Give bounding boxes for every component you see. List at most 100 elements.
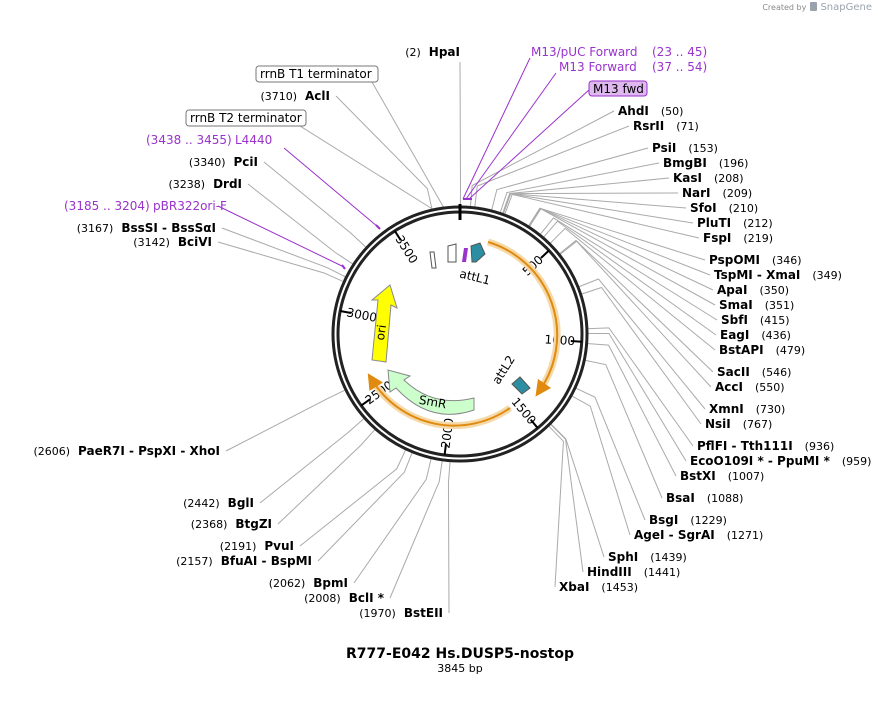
restriction-site[interactable]: BstXI (1007) <box>680 469 764 483</box>
restriction-site[interactable]: NarI(209) <box>682 186 752 200</box>
credit-brand: SnapGene <box>820 2 872 13</box>
restriction-site[interactable]: ApaI(350) <box>717 283 789 297</box>
feature-attl1[interactable]: attL1 <box>458 242 492 288</box>
tick-mark <box>360 398 371 407</box>
feature-label-ori: ori <box>373 324 389 341</box>
restriction-site[interactable]: BsaI(1088) <box>666 491 743 505</box>
primer-m13-puc-pos: (23 .. 45) <box>652 45 707 59</box>
site-position: (415) <box>760 314 790 327</box>
tick-mark <box>393 230 402 241</box>
site-position: (436) <box>761 329 791 342</box>
site-name: XmnI <box>709 402 744 416</box>
site-leader <box>577 278 706 410</box>
restriction-site[interactable]: PflFI - Tth111I(936) <box>697 439 834 453</box>
primer-leader <box>468 88 591 200</box>
primer-l4440[interactable]: (3438 .. 3455) L4440 <box>146 133 272 147</box>
restriction-site[interactable]: DrdI(3238) <box>168 177 242 191</box>
site-name: BstXI <box>680 469 716 483</box>
site-position: (1007) <box>728 470 765 483</box>
primer-m13-fwd[interactable]: M13 fwd <box>588 80 648 97</box>
feature-label-attl2: attL2 <box>489 353 517 387</box>
restriction-site[interactable]: AclI(3710) <box>260 89 330 103</box>
restriction-site[interactable]: BclI *(2008) <box>304 591 385 605</box>
site-leader <box>549 227 716 351</box>
site-position: (2442) <box>183 497 220 510</box>
restriction-site[interactable]: PciI(3340) <box>189 155 258 169</box>
site-name: XbaI <box>559 580 589 594</box>
site-leader <box>558 239 714 373</box>
site-position: (196) <box>719 157 749 170</box>
feature-ori[interactable]: ori <box>370 284 398 363</box>
site-position: (212) <box>743 217 773 230</box>
credit-prefix: Created by <box>762 3 807 12</box>
restriction-site[interactable]: BpmI(2062) <box>269 576 348 590</box>
restriction-site[interactable]: KasI(208) <box>673 171 744 185</box>
restriction-site[interactable]: PaeR7I - PspXI - XhoI(2606) <box>33 444 220 458</box>
restriction-site[interactable]: BglI(2442) <box>183 496 254 510</box>
restriction-site[interactable]: BstAPI(479) <box>719 343 805 357</box>
site-leader <box>527 207 706 261</box>
site-position: (219) <box>743 232 773 245</box>
restriction-site[interactable]: PvuI(2191) <box>220 539 294 553</box>
terminator-box-t2[interactable]: rrnB T2 terminator <box>185 109 307 127</box>
restriction-site[interactable]: PspOMI(346) <box>709 253 802 267</box>
site-position: (1088) <box>707 492 744 505</box>
primer-m13-puc[interactable]: M13/pUC Forward (23 .. 45) <box>531 45 707 59</box>
restriction-site[interactable]: SmaI(351) <box>719 298 794 312</box>
restriction-site[interactable]: BmgBI(196) <box>663 156 748 170</box>
restriction-site[interactable]: EagI(436) <box>720 328 791 342</box>
restriction-site[interactable]: EcoO109I * - PpuMI *(959) <box>690 454 871 468</box>
site-position: (1439) <box>650 551 687 564</box>
restriction-site[interactable]: SbfI (415) <box>721 313 790 327</box>
terminator-leader <box>371 81 445 209</box>
site-position: (730) <box>756 403 786 416</box>
restriction-site[interactable]: TspMI - XmaI(349) <box>714 268 842 282</box>
site-name: AhdI <box>618 104 649 118</box>
restriction-site[interactable]: PsiI(153) <box>652 141 718 155</box>
restriction-site[interactable]: SphI (1439) <box>608 550 687 564</box>
terminator-box-t1[interactable]: rrnB T1 terminator <box>255 65 379 83</box>
feature-smr[interactable]: SmR <box>387 369 475 415</box>
restriction-site[interactable]: XmnI (730) <box>709 402 785 416</box>
restriction-site[interactable]: BfuAI - BspMI(2157) <box>176 554 312 568</box>
site-position: (349) <box>812 269 842 282</box>
restriction-site[interactable]: FspI(219) <box>703 231 773 245</box>
restriction-site[interactable]: BstEII(1970) <box>359 606 443 620</box>
primer-m13-forward-pos: (37 .. 54) <box>652 60 707 74</box>
restriction-site[interactable]: SfoI(210) <box>690 201 758 215</box>
restriction-site[interactable]: SacII(546) <box>717 365 791 379</box>
site-leader <box>447 460 451 614</box>
site-name: SbfI <box>721 313 748 327</box>
terminator-leader <box>299 125 435 211</box>
site-name: BsgI <box>649 513 678 527</box>
restriction-site[interactable]: NsiI(767) <box>705 417 772 431</box>
site-name: RsrII <box>633 119 664 133</box>
restriction-site[interactable]: BssSI - BssSαI(3167) <box>77 221 216 235</box>
restriction-site[interactable]: PluTI(212) <box>697 216 773 230</box>
site-name: PspOMI <box>709 253 760 267</box>
restriction-site[interactable]: BtgZI(2368) <box>191 517 272 531</box>
restriction-site[interactable]: AgeI - SgrAI(1271) <box>634 528 763 542</box>
site-leader <box>499 162 660 214</box>
site-name: SphI <box>608 550 638 564</box>
site-name: DrdI <box>213 177 242 191</box>
plasmid-size: 3845 bp <box>437 662 482 675</box>
restriction-site[interactable]: BciVI(3142) <box>133 235 212 249</box>
restriction-site[interactable]: AhdI(50) <box>618 104 683 118</box>
tick-label: 3500 <box>392 233 420 266</box>
site-leader <box>574 387 646 521</box>
site-name: BclI * <box>349 591 385 605</box>
restriction-site[interactable]: HindIII(1441) <box>587 565 680 579</box>
restriction-site[interactable]: HpaI(2) <box>405 45 460 59</box>
terminator-t1-label: rrnB T1 terminator <box>260 67 372 81</box>
primer-pbr322ori[interactable]: (3185 .. 3204) pBR322ori-F <box>64 199 227 213</box>
restriction-site[interactable]: AccI(550) <box>715 380 785 394</box>
restriction-site[interactable]: BsgI(1229) <box>649 513 727 527</box>
site-position: (3340) <box>189 156 226 169</box>
site-leader <box>528 208 716 306</box>
feature-attl2[interactable]: attL2 <box>489 353 531 395</box>
restriction-site[interactable]: XbaI(1453) <box>559 580 638 594</box>
primer-m13-forward[interactable]: M13 Forward (37 .. 54) <box>559 60 707 74</box>
restriction-site[interactable]: RsrII(71) <box>633 119 699 133</box>
site-labels: AhdI(50)RsrII(71) PsiI(153)BmgBI(196)KasI… <box>33 45 871 620</box>
